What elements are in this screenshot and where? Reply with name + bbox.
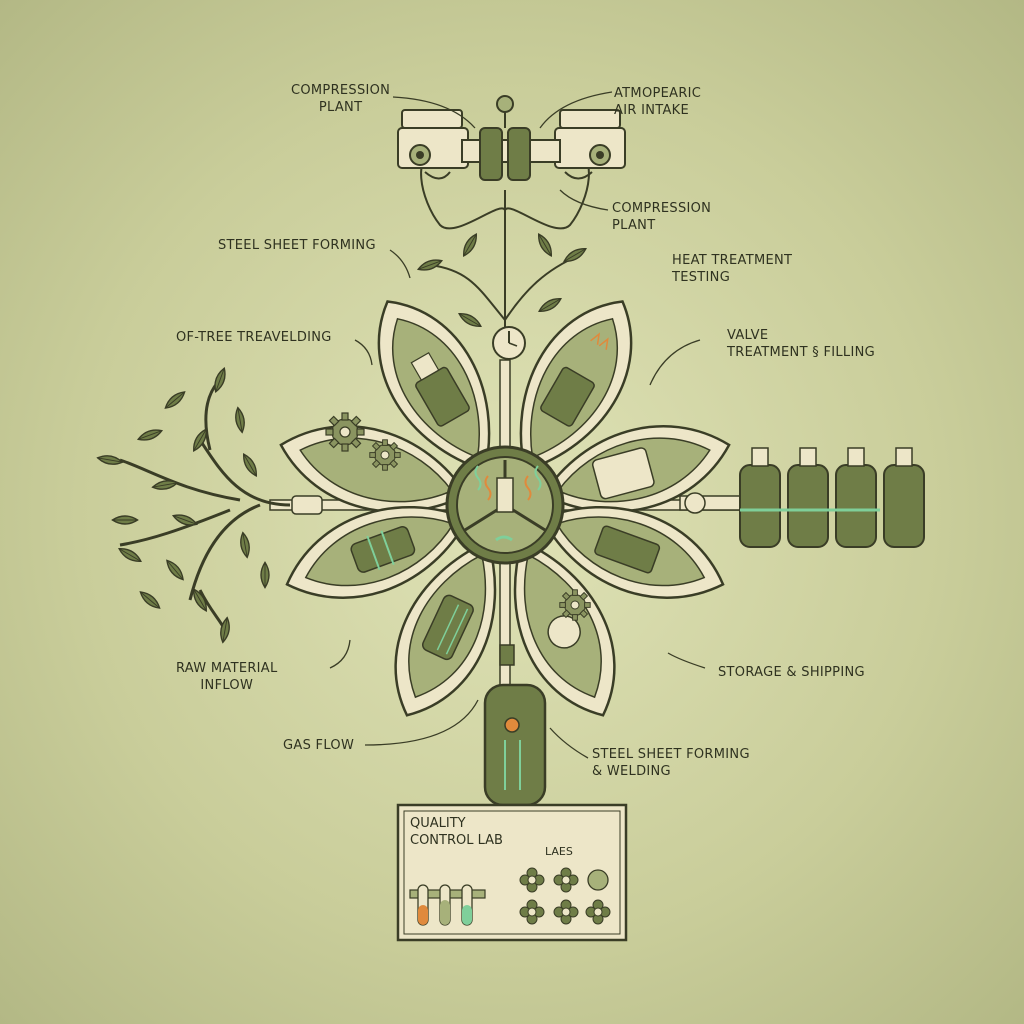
- petal-steel-forming: [377, 300, 491, 472]
- leaf-icon: [536, 294, 564, 316]
- gear-icon: [369, 439, 401, 471]
- label-raw-material-inflow: RAW MATERIAL INFLOW: [176, 661, 278, 693]
- label-compression-plant-top: COMPRESSION PLANT: [291, 83, 391, 115]
- petal-of-tree: [279, 425, 469, 513]
- label-atmospheric-air-intake: ATMOPEARIC AIR INTAKE: [614, 86, 702, 118]
- tree-leaves: [96, 366, 270, 644]
- lab-title: QUALITY CONTROL LAB: [410, 816, 503, 848]
- petal-raw-material: [285, 506, 470, 599]
- label-of-tree-traveling: OF-TREE TREAVELDING: [176, 330, 332, 345]
- compressor-right-icon: [554, 109, 626, 180]
- gas-cylinder-icon: [835, 447, 877, 548]
- gear-icon: [325, 412, 365, 452]
- petal-gas-flow: [394, 539, 497, 717]
- label-gas-flow: GAS FLOW: [283, 738, 355, 753]
- quality-control-lab: [396, 803, 628, 942]
- petal-storage: [540, 506, 725, 599]
- leaf-icon: [459, 231, 481, 259]
- pressure-gauge-icon: [492, 326, 526, 360]
- bottom-tank: [483, 644, 547, 824]
- petals: [279, 300, 731, 717]
- gear-icon: [559, 589, 591, 621]
- label-heat-treatment-testing: HEAT TREATMENT TESTING: [672, 253, 793, 285]
- vine: [416, 231, 589, 331]
- center-hub: [445, 445, 565, 565]
- gas-cylinder-icon: [739, 447, 781, 548]
- label-steel-sheet-forming: STEEL SHEET FORMING: [218, 238, 376, 253]
- label-compression-plant-right: COMPRESSION PLANT: [612, 201, 712, 233]
- leaf-icon: [534, 231, 556, 259]
- petal-heat-treatment: [519, 300, 633, 472]
- label-storage-shipping: STORAGE & SHIPPING: [718, 665, 865, 680]
- label-valve-treatment-filling: VALVE TREATMENT § FILLING: [727, 328, 876, 360]
- gas-cylinder-icon: [883, 447, 925, 548]
- test-tube-icon: [409, 884, 486, 926]
- petal-welding: [513, 539, 616, 717]
- label-steel-sheet-forming-welding: STEEL SHEET FORMING & WELDING: [592, 747, 750, 779]
- gas-cylinders: [679, 447, 925, 548]
- leaf-icon: [561, 244, 589, 266]
- compression-plant: [397, 95, 626, 181]
- leaf-icon: [456, 309, 484, 331]
- compressor-manifold: [461, 95, 561, 181]
- leader-lines: [329, 91, 706, 759]
- lab-subtitle: LAES: [545, 845, 573, 858]
- gas-cylinder-icon: [787, 447, 829, 548]
- tree-valve: [291, 495, 323, 515]
- compressor-left-icon: [397, 109, 469, 180]
- petal-valve-filling: [541, 425, 731, 513]
- leaf-icon: [416, 256, 444, 274]
- tree: [96, 366, 323, 644]
